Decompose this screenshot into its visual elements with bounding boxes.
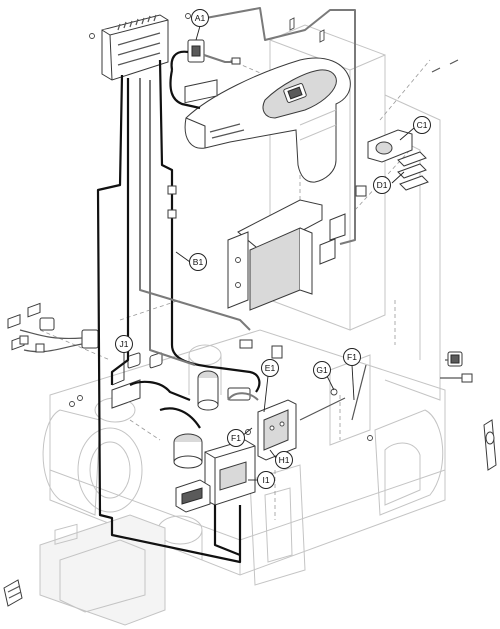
c1-part: [367, 129, 413, 163]
bottom-left-clip: [3, 579, 23, 607]
callout-f1-top: F1: [343, 348, 361, 366]
callout-h1: H1: [275, 451, 293, 469]
i1-module: [204, 439, 256, 506]
callout-label: C1: [417, 120, 428, 130]
callout-label: D1: [377, 180, 388, 190]
connector-icon: [239, 339, 253, 349]
cable-tie-icon: [167, 209, 177, 219]
callout-d1: D1: [373, 176, 391, 194]
screw-icon: [367, 435, 373, 441]
lower-canister: [173, 433, 203, 469]
connector-icon: [271, 345, 283, 359]
connector-a1: [170, 39, 241, 71]
f1-rod: [351, 364, 367, 421]
callout-j1: J1: [115, 335, 133, 353]
callout-label: E1: [265, 363, 276, 373]
screw-icon: [89, 33, 95, 39]
callout-label: A1: [195, 13, 206, 23]
screw-icon: [319, 29, 325, 43]
screws: [69, 17, 373, 478]
callout-label: F1: [231, 433, 241, 443]
brush-cap: [197, 370, 251, 411]
g1-bolt: [299, 397, 346, 421]
screw-icon: [77, 395, 83, 401]
callout-label: G1: [316, 365, 328, 375]
callout-label: H1: [279, 455, 290, 465]
screw-icon: [289, 17, 295, 31]
key-part: [483, 419, 497, 471]
h1-plate: [257, 399, 297, 461]
callout-c1: C1: [413, 116, 431, 134]
right-connector-cluster: [440, 351, 473, 383]
leader-lines: [111, 25, 415, 481]
controller-module: [89, 13, 191, 81]
top-right-connectors: [431, 59, 459, 73]
callout-e1: E1: [261, 359, 279, 377]
callout-b1: B1: [189, 253, 207, 271]
wiring-harness: [96, 7, 367, 564]
d1-clips: [397, 151, 429, 191]
controller-pins: [117, 14, 161, 66]
cable-tie-icon: [167, 185, 177, 195]
screw-icon: [185, 13, 191, 19]
j1-parts: [111, 352, 163, 409]
connector-icon: [355, 185, 367, 197]
left-connectors: [7, 302, 99, 353]
callout-f1-bottom: F1: [227, 429, 245, 447]
bottom-connector: [175, 479, 211, 513]
callout-label: J1: [120, 339, 129, 349]
callout-i1: I1: [257, 471, 275, 489]
callout-g1: G1: [313, 361, 331, 379]
callout-label: F1: [347, 352, 357, 362]
joystick-housing: [184, 57, 351, 183]
callout-label: B1: [193, 257, 204, 267]
callout-label: I1: [262, 475, 269, 485]
seat-bracket: [227, 199, 346, 311]
callout-a1: A1: [191, 9, 209, 27]
screw-icon: [69, 401, 75, 407]
